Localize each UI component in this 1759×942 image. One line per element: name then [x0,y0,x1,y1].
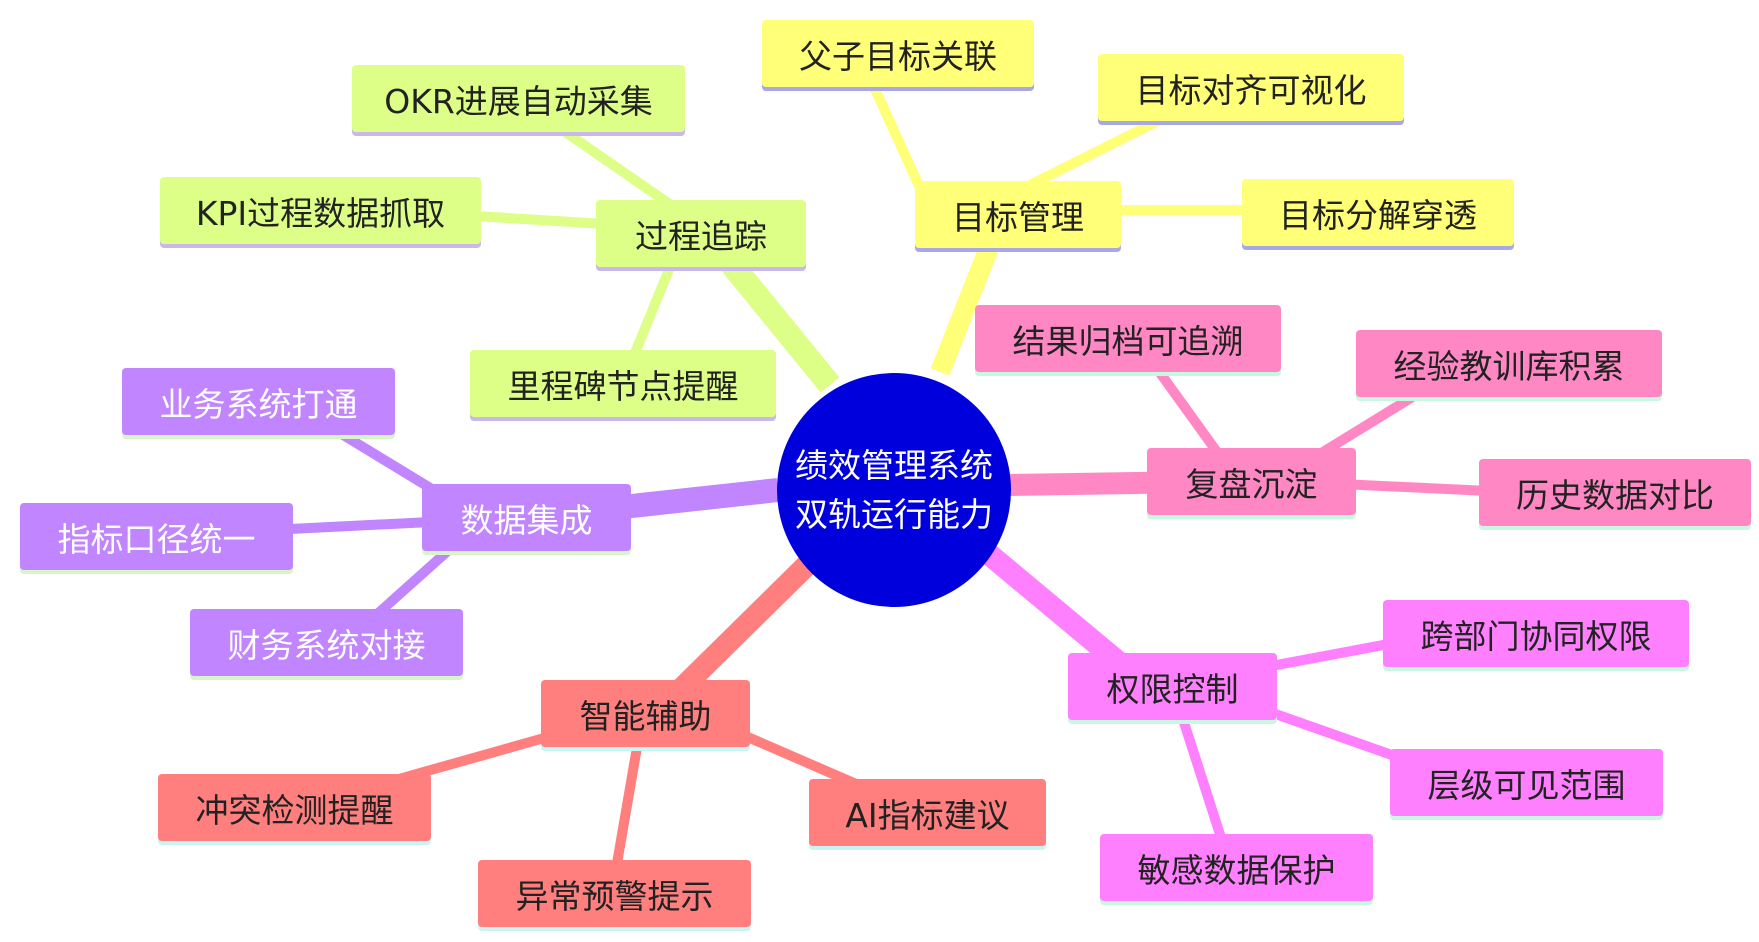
branch-permission-control: 权限控制 [1068,653,1277,720]
node-lessons-library: 经验教训库积累 [1356,330,1662,397]
node-result-archive-trace: 结果归档可追溯 [975,305,1281,372]
node-level-visibility: 层级可见范围 [1390,749,1663,816]
node-history-data-compare: 历史数据对比 [1479,459,1751,526]
link-process-6 [459,210,621,230]
node-business-system-link: 业务系统打通 [122,368,395,435]
node-finance-system-dock: 财务系统对接 [190,609,463,676]
node-goal-decompose: 目标分解穿透 [1242,179,1514,246]
branch-goal-management: 目标管理 [915,181,1121,248]
node-anomaly-warning: 异常预警提示 [478,860,751,927]
center-node: 绩效管理系统 双轨运行能力 [777,373,1011,607]
link-permission-19 [1175,708,1230,852]
node-cross-dept-permission: 跨部门协同权限 [1383,600,1689,667]
node-metric-definition-unify: 指标口径统一 [20,503,293,570]
center-line-2: 双轨运行能力 [795,495,993,534]
link-ai-22 [610,729,645,876]
link-goal-2 [1007,105,1183,200]
center-line-1: 绩效管理系统 [795,446,993,485]
branch-smart-assist: 智能辅助 [541,680,750,747]
node-ai-metric-suggest: AI指标建议 [809,779,1046,846]
node-sensitive-data-protect: 敏感数据保护 [1100,834,1373,901]
node-okr-auto-collect: OKR进展自动采集 [352,65,685,132]
link-ai-20 [662,552,820,708]
node-kpi-data-capture: KPI过程数据抓取 [160,177,481,244]
branch-data-integration: 数据集成 [422,484,631,551]
node-goal-alignment-visual: 目标对齐可视化 [1098,54,1404,121]
node-milestone-reminder: 里程碑节点提醒 [470,350,776,417]
branch-process-tracking: 过程追踪 [596,200,806,267]
link-process-4 [710,242,840,393]
link-process-7 [625,253,680,367]
branch-review-accumulation: 复盘沉淀 [1147,448,1356,515]
node-parent-child-goal: 父子目标关联 [762,20,1034,87]
node-conflict-detect: 冲突检测提醒 [158,774,431,841]
